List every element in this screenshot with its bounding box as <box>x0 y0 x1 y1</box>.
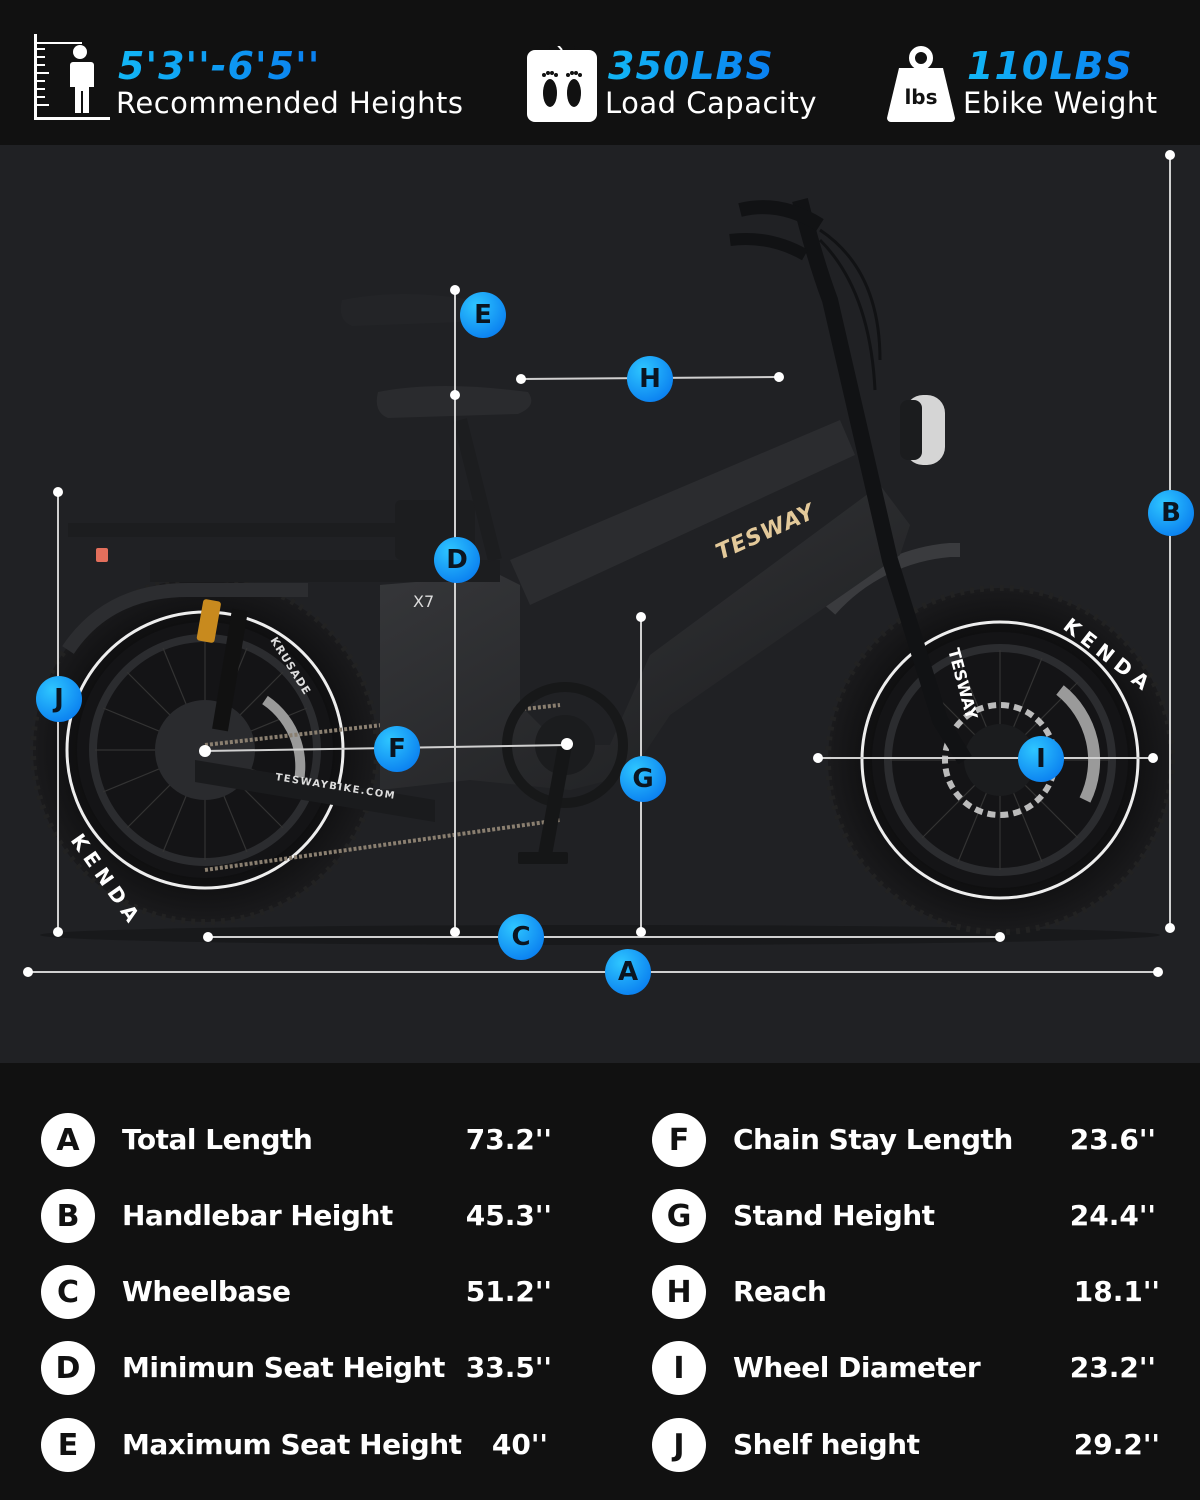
spec-value: 45.3'' <box>465 1199 552 1232</box>
stat-value: 110LBS <box>967 44 1133 88</box>
spec-key-badge: I <box>652 1341 706 1395</box>
stat-label: Ebike Weight <box>963 86 1158 120</box>
marker-f: F <box>374 726 420 772</box>
marker-i: I <box>1018 736 1064 782</box>
spec-key-badge: G <box>652 1189 706 1243</box>
ebike-illustration: KENDA KRUSADE KENDA T <box>23 150 1175 977</box>
spec-name: Minimun Seat Height <box>122 1351 445 1384</box>
spec-row: D Minimun Seat Height 33.5'' <box>0 1341 600 1395</box>
svg-text:lbs: lbs <box>904 85 937 109</box>
stat-recommended-heights: 5'3''-6'5'' Recommended Heights <box>34 30 474 125</box>
spec-name: Maximum Seat Height <box>122 1428 462 1461</box>
marker-j: J <box>36 676 82 722</box>
spec-row: J Shelf height 29.2'' <box>600 1418 1200 1472</box>
spec-key-badge: B <box>41 1189 95 1243</box>
spec-name: Handlebar Height <box>122 1199 393 1232</box>
bike-dimension-diagram: KENDA KRUSADE KENDA T <box>0 145 1200 1063</box>
spec-value: 18.1'' <box>1073 1275 1160 1308</box>
spec-value: 23.6'' <box>1069 1123 1156 1156</box>
spec-key-badge: E <box>41 1418 95 1472</box>
stat-load-capacity: 350LBS Load Capacity <box>525 30 845 125</box>
spec-key-badge: F <box>652 1113 706 1167</box>
spec-name: Reach <box>733 1275 827 1308</box>
spec-key-badge: H <box>652 1265 706 1319</box>
stat-label: Load Capacity <box>605 86 818 120</box>
spec-value: 51.2'' <box>465 1275 552 1308</box>
stat-value: 5'3''-6'5'' <box>118 44 321 88</box>
spec-row: C Wheelbase 51.2'' <box>0 1265 600 1319</box>
spec-name: Wheelbase <box>122 1275 291 1308</box>
spec-value: 23.2'' <box>1069 1351 1156 1384</box>
spec-key-badge: J <box>652 1418 706 1472</box>
spec-row: A Total Length 73.2'' <box>0 1113 600 1167</box>
spec-name: Stand Height <box>733 1199 935 1232</box>
spec-name: Total Length <box>122 1123 313 1156</box>
spec-value: 73.2'' <box>465 1123 552 1156</box>
spec-value: 33.5'' <box>465 1351 552 1384</box>
dimension-lines <box>28 155 1171 973</box>
spec-key-badge: D <box>41 1341 95 1395</box>
spec-name: Shelf height <box>733 1428 920 1461</box>
marker-e: E <box>460 292 506 338</box>
spec-row: G Stand Height 24.4'' <box>600 1189 1200 1243</box>
header-stats-bar: 5'3''-6'5'' Recommended Heights 350LBS L… <box>0 0 1200 145</box>
spec-row: E Maximum Seat Height 40'' <box>0 1418 600 1472</box>
dimension-endpoints <box>23 150 1175 977</box>
spec-value: 29.2'' <box>1073 1428 1160 1461</box>
spec-value: 40'' <box>491 1428 548 1461</box>
scale-footprints-icon <box>527 46 597 122</box>
spec-row: B Handlebar Height 45.3'' <box>0 1189 600 1243</box>
weight-lbs-icon: lbs <box>887 46 955 122</box>
stat-ebike-weight: lbs 110LBS Ebike Weight <box>885 30 1185 125</box>
spec-row: F Chain Stay Length 23.6'' <box>600 1113 1200 1167</box>
marker-b: B <box>1148 490 1194 536</box>
spec-table: A Total Length 73.2'' B Handlebar Height… <box>0 1063 1200 1500</box>
marker-a: A <box>605 949 651 995</box>
spec-row: I Wheel Diameter 23.2'' <box>600 1341 1200 1395</box>
stat-label: Recommended Heights <box>116 86 464 120</box>
spec-name: Chain Stay Length <box>733 1123 1013 1156</box>
spec-value: 24.4'' <box>1069 1199 1156 1232</box>
marker-g: G <box>620 756 666 802</box>
spec-row: H Reach 18.1'' <box>600 1265 1200 1319</box>
height-ruler-person-icon <box>34 34 110 120</box>
spec-key-badge: A <box>41 1113 95 1167</box>
spec-name: Wheel Diameter <box>733 1351 981 1384</box>
front-wheel: KENDA <box>824 543 1175 935</box>
spec-key-badge: C <box>41 1265 95 1319</box>
marker-h: H <box>627 356 673 402</box>
svg-text:X7: X7 <box>413 592 434 611</box>
marker-c: C <box>498 914 544 960</box>
stat-value: 350LBS <box>608 44 774 88</box>
marker-d: D <box>434 537 480 583</box>
